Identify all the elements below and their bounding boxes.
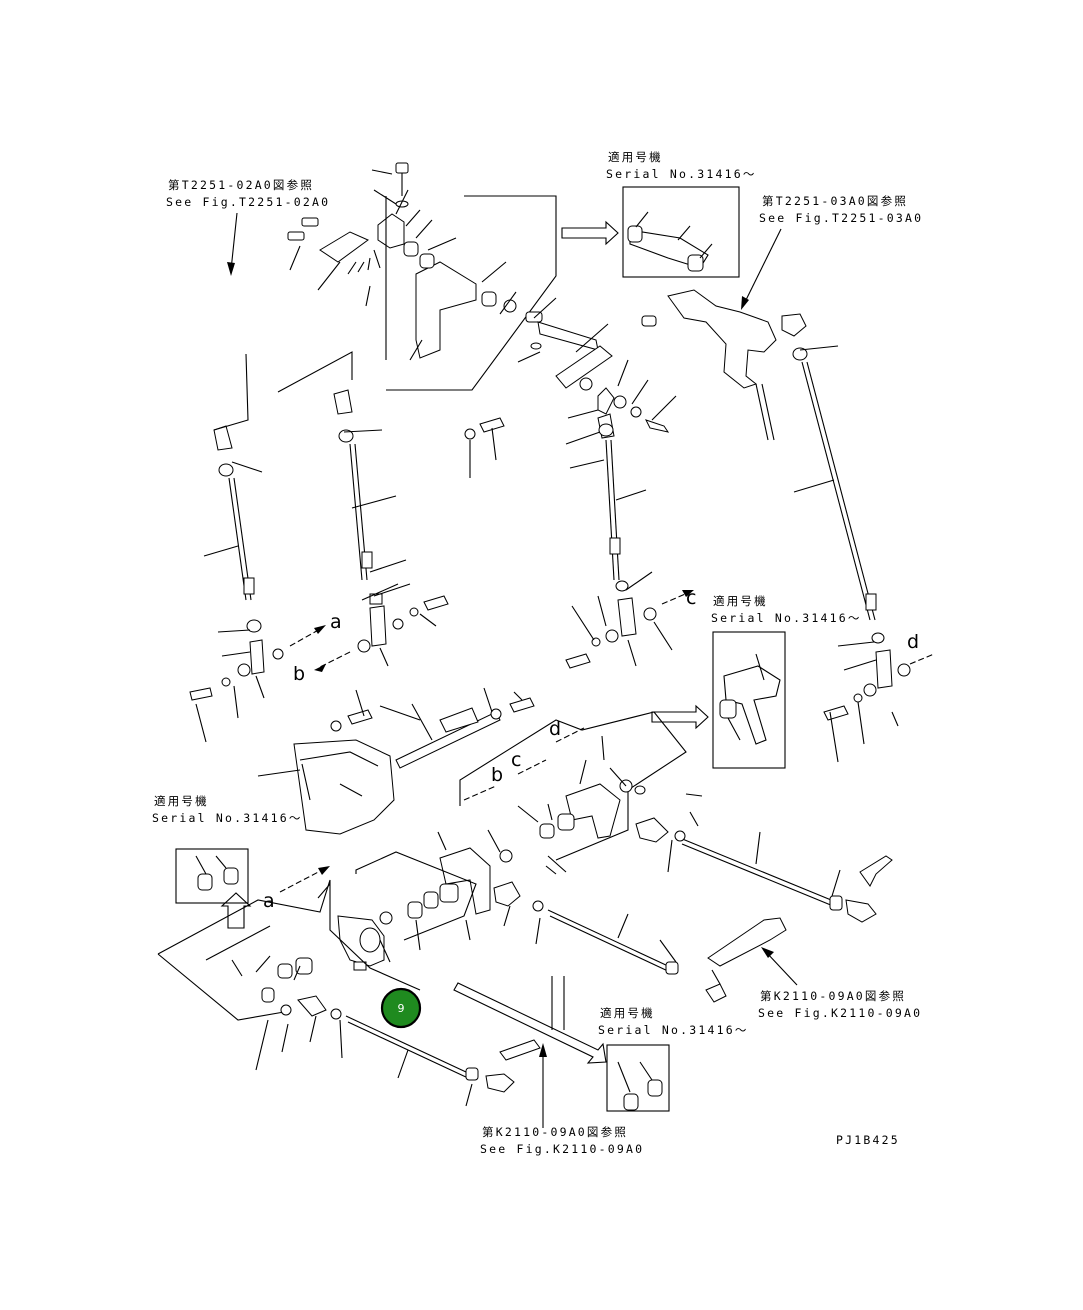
figure-code: PJ1B425 [836, 1133, 900, 1147]
ref-t2251-03-jp: 第T2251-03A0図参照 [762, 194, 908, 208]
rod-end-joints [189, 580, 911, 721]
letter-d-lower: d [549, 718, 561, 740]
main-bracket-assembly [293, 697, 687, 863]
callout-number: 9 [398, 1002, 405, 1015]
upper-rods [213, 347, 877, 621]
serial-note-bottom-jp: 適用号機 [600, 1006, 655, 1020]
serial-note-left-en: Serial No.31416～ [152, 811, 303, 825]
block-arrows [220, 220, 709, 1064]
ref-k2110-bottom-en: See Fig.K2110-09A0 [480, 1142, 644, 1156]
ref-t2251-02: 第T2251-02A0図参照 See Fig.T2251-02A0 [166, 178, 330, 209]
serial-note-top: 適用号機 Serial No.31416～ [606, 150, 757, 181]
detail-box-right [712, 631, 786, 769]
detail-box-bottom [606, 1044, 670, 1112]
upper-bracket-group [287, 162, 557, 391]
lower-pivot-assembly [157, 847, 491, 1021]
ref-t2251-02-jp: 第T2251-02A0図参照 [168, 178, 314, 192]
serial-note-right-en: Serial No.31416～ [711, 611, 862, 625]
leader-lines [195, 169, 899, 1107]
serial-note-bottom-en: Serial No.31416～ [598, 1023, 749, 1037]
ref-t2251-02-en: See Fig.T2251-02A0 [166, 195, 330, 209]
serial-note-bottom: 適用号機 Serial No.31416～ [598, 1006, 749, 1037]
ref-t2251-03-en: See Fig.T2251-03A0 [759, 211, 923, 225]
lower-rods [280, 785, 893, 1093]
ref-k2110-right-en: See Fig.K2110-09A0 [758, 1006, 922, 1020]
letter-c-lower: c [511, 749, 521, 771]
ref-leader-arrows [227, 212, 798, 1128]
upper-pivot-group [464, 311, 670, 440]
ref-k2110-right: 第K2110-09A0図参照 See Fig.K2110-09A0 [758, 989, 922, 1020]
letter-d-upper: d [907, 631, 919, 653]
ref-k2110-right-jp: 第K2110-09A0図参照 [760, 989, 906, 1003]
serial-note-left: 適用号機 Serial No.31416～ [152, 794, 303, 825]
throttle-linkage-top-right [641, 289, 807, 441]
serial-note-top-en: Serial No.31416～ [606, 167, 757, 181]
connection-arrows [279, 590, 935, 893]
serial-note-top-jp: 適用号機 [608, 150, 663, 164]
letter-b-upper: b [293, 663, 305, 685]
letter-a-upper: a [330, 611, 342, 633]
callout-circle[interactable] [380, 987, 422, 1029]
serial-note-right: 適用号機 Serial No.31416～ [711, 594, 862, 625]
letter-a-lower: a [263, 890, 275, 912]
detail-box-left [175, 848, 249, 904]
ref-k2110-bottom-jp: 第K2110-09A0図参照 [482, 1125, 628, 1139]
serial-note-left-jp: 適用号機 [154, 794, 209, 808]
letter-b-lower: b [491, 764, 503, 786]
serial-note-right-jp: 適用号機 [713, 594, 768, 608]
detail-box-top [622, 186, 740, 278]
letter-c-upper: c [686, 587, 696, 609]
callout-badge[interactable]: 9 [380, 987, 422, 1029]
ref-k2110-bottom: 第K2110-09A0図参照 See Fig.K2110-09A0 [480, 1125, 644, 1156]
ref-t2251-03: 第T2251-03A0図参照 See Fig.T2251-03A0 [759, 194, 923, 225]
